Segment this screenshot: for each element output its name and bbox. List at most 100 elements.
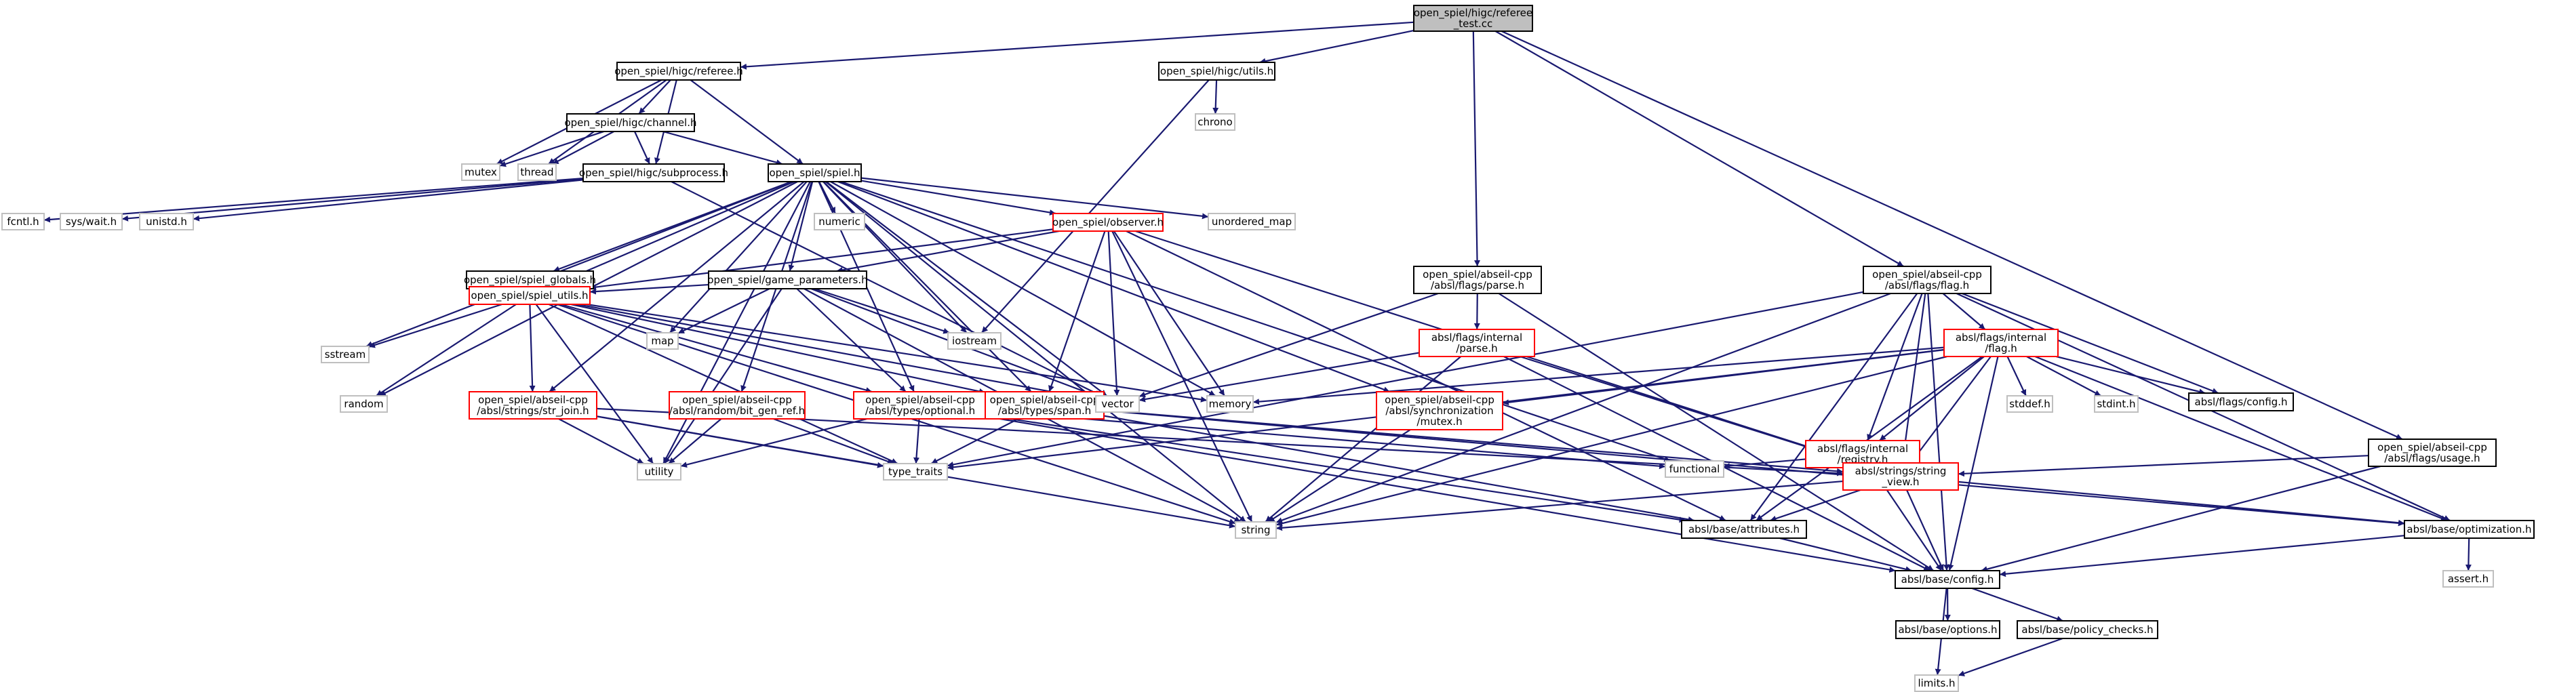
node-stdint_h: stdint.h	[2094, 395, 2139, 413]
edge-subprocess_h-to-fcntl_h	[43, 177, 584, 223]
node-box-limits_h	[1914, 674, 1959, 692]
node-box-config_h	[1895, 570, 2000, 589]
node-label-policy_checks_h-0: absl/base/policy_checks.h	[2021, 624, 2153, 636]
node-policy_checks_h[interactable]: absl/base/policy_checks.h	[2017, 620, 2158, 639]
node-label-flags_config_h-0: absl/flags/config.h	[2195, 396, 2288, 408]
node-internal_flag_h[interactable]: absl/flags/internal/flag.h	[1943, 329, 2059, 357]
node-options_h[interactable]: absl/base/options.h	[1895, 620, 2000, 639]
edge-observer_h-to-spiel_utils_h	[589, 228, 1054, 291]
node-label-sync_mutex_h-1: /absl/synchronization	[1385, 405, 1493, 417]
node-box-bit_gen_ref_h	[669, 391, 806, 420]
node-label-observer_h-0: open_spiel/observer.h	[1052, 216, 1164, 229]
node-optional_h[interactable]: open_spiel/abseil-cpp/absl/types/optiona…	[853, 391, 987, 420]
node-root[interactable]: open_spiel/higc/referee_test.cc	[1413, 5, 1533, 32]
edge-subprocess_h-to-sys_wait_h	[121, 178, 584, 222]
node-optimization_h[interactable]: absl/base/optimization.h	[2404, 520, 2535, 539]
edge-internal_flag_h-to-memory	[1252, 346, 1945, 405]
node-label-spiel_utils_h-0: open_spiel/spiel_utils.h	[471, 289, 588, 302]
node-string: string	[1235, 521, 1277, 539]
edge-observer_h-to-string	[1111, 230, 1253, 523]
node-assert_h: assert.h	[2442, 570, 2494, 588]
node-box-span_h	[985, 391, 1105, 420]
node-utils_h[interactable]: open_spiel/higc/utils.h	[1158, 62, 1275, 81]
edge-spiel_utils_h-to-memory	[586, 303, 1208, 403]
node-spiel_utils_h[interactable]: open_spiel/spiel_utils.h	[469, 286, 591, 305]
edge-str_join_h-to-utility	[558, 418, 644, 464]
node-config_h[interactable]: absl/base/config.h	[1895, 570, 2000, 589]
node-box-policy_checks_h	[2017, 620, 2158, 639]
node-box-map	[646, 332, 679, 350]
node-box-sync_mutex_h	[1376, 391, 1503, 430]
node-spiel_h[interactable]: open_spiel/spiel.h	[768, 163, 862, 182]
node-label-iostream-0: iostream	[952, 335, 997, 347]
node-label-str_join_h-0: open_spiel/abseil-cpp	[478, 394, 588, 407]
edge-referee_h-to-channel_h	[638, 79, 671, 115]
node-label-sys_wait_h-0: sys/wait.h	[66, 216, 117, 228]
node-box-memory	[1206, 395, 1254, 413]
node-label-internal_parse_h-1: /parse.h	[1456, 342, 1497, 354]
node-label-sstream-0: sstream	[325, 348, 365, 361]
edge-flags_flag_h-to-internal_flag_h	[1942, 293, 1986, 330]
node-bit_gen_ref_h[interactable]: open_spiel/abseil-cpp/absl/random/bit_ge…	[669, 391, 806, 420]
node-box-type_traits	[883, 463, 948, 481]
edge-spiel_h-to-spiel_utils_h	[549, 180, 795, 288]
node-label-internal_registry_h-0: absl/flags/internal	[1817, 443, 1908, 455]
edge-internal_parse_h-to-vector	[1138, 352, 1420, 403]
node-channel_h[interactable]: open_spiel/higc/channel.h	[564, 113, 697, 132]
node-box-string_view_h	[1842, 462, 1959, 491]
node-string_view_h[interactable]: absl/strings/string_view.h	[1842, 462, 1959, 491]
node-label-sync_mutex_h-0: open_spiel/abseil-cpp	[1385, 394, 1494, 407]
node-label-flags_usage_h-1: /absl/flags/usage.h	[2384, 452, 2480, 464]
node-referee_h[interactable]: open_spiel/higc/referee.h	[614, 62, 743, 81]
edge-spiel_h-to-sync_mutex_h	[837, 180, 1390, 393]
edge-string_view_h-to-string	[1275, 480, 1844, 531]
edge-subprocess_h-to-unistd_h	[193, 179, 584, 222]
node-type_traits: type_traits	[883, 463, 948, 481]
node-label-flags_flag_h-0: open_spiel/abseil-cpp	[1872, 268, 1982, 281]
edge-spiel_utils_h-to-str_join_h	[529, 304, 536, 392]
node-label-span_h-1: /absl/types/span.h	[998, 405, 1092, 417]
node-box-subprocess_h	[582, 163, 725, 182]
node-box-referee_h	[616, 62, 741, 81]
node-flags_flag_h[interactable]: open_spiel/abseil-cpp/absl/flags/flag.h	[1863, 266, 1992, 294]
edge-spiel_h-to-memory	[830, 181, 1216, 396]
node-box-sstream	[321, 346, 370, 363]
node-label-flags_usage_h-0: open_spiel/abseil-cpp	[2377, 441, 2487, 454]
edge-spiel_h-to-utility	[662, 181, 811, 464]
edge-spiel_h-to-sstream	[365, 180, 793, 348]
edge-spiel_h-to-string	[825, 181, 1246, 523]
node-attributes_h[interactable]: absl/base/attributes.h	[1681, 520, 1807, 539]
node-game_parameters_h[interactable]: open_spiel/game_parameters.h	[707, 270, 868, 289]
node-label-numeric-0: numeric	[818, 216, 860, 228]
node-label-bit_gen_ref_h-1: /absl/random/bit_gen_ref.h	[669, 405, 805, 418]
node-label-vector-0: vector	[1101, 398, 1134, 410]
node-label-fcntl_h-0: fcntl.h	[7, 216, 39, 228]
node-box-chrono	[1195, 113, 1235, 131]
node-observer_h[interactable]: open_spiel/observer.h	[1052, 213, 1164, 232]
edge-internal_flag_h-to-string	[1275, 355, 1947, 527]
node-flags_usage_h[interactable]: open_spiel/abseil-cpp/absl/flags/usage.h	[2368, 439, 2497, 467]
edge-span_h-to-type_traits	[930, 418, 1019, 464]
node-label-stddef_h-0: stddef.h	[2009, 398, 2050, 410]
node-label-unordered_map-0: unordered_map	[1212, 216, 1292, 228]
node-str_join_h[interactable]: open_spiel/abseil-cpp/absl/strings/str_j…	[469, 391, 597, 420]
node-span_h[interactable]: open_spiel/abseil-cpp/absl/types/span.h	[985, 391, 1105, 420]
node-sys_wait_h: sys/wait.h	[60, 213, 123, 230]
edge-internal_flag_h-to-flags_config_h	[2056, 355, 2206, 395]
node-subprocess_h[interactable]: open_spiel/higc/subprocess.h	[579, 163, 728, 182]
edge-internal_flag_h-to-string_view_h	[1910, 356, 1992, 464]
edge-spiel_h-to-iostream	[823, 181, 968, 333]
node-label-memory-0: memory	[1209, 398, 1252, 410]
node-internal_parse_h[interactable]: absl/flags/internal/parse.h	[1419, 329, 1535, 357]
edge-root-to-flags_flag_h	[1494, 30, 1904, 267]
node-label-referee_h-0: open_spiel/higc/referee.h	[614, 65, 743, 78]
node-flags_config_h[interactable]: absl/flags/config.h	[2188, 392, 2294, 411]
node-spiel_globals_h[interactable]: open_spiel/spiel_globals.h	[464, 270, 596, 289]
node-box-str_join_h	[469, 391, 597, 420]
edge-config_h-to-policy_checks_h	[1971, 587, 2063, 622]
edge-root-to-referee_h	[740, 21, 1414, 70]
node-utility: utility	[637, 463, 681, 481]
node-flags_parse_h[interactable]: open_spiel/abseil-cpp/absl/flags/parse.h	[1413, 266, 1542, 294]
edge-root-to-flags_parse_h	[1472, 30, 1481, 267]
node-sync_mutex_h[interactable]: open_spiel/abseil-cpp/absl/synchronizati…	[1376, 391, 1503, 430]
